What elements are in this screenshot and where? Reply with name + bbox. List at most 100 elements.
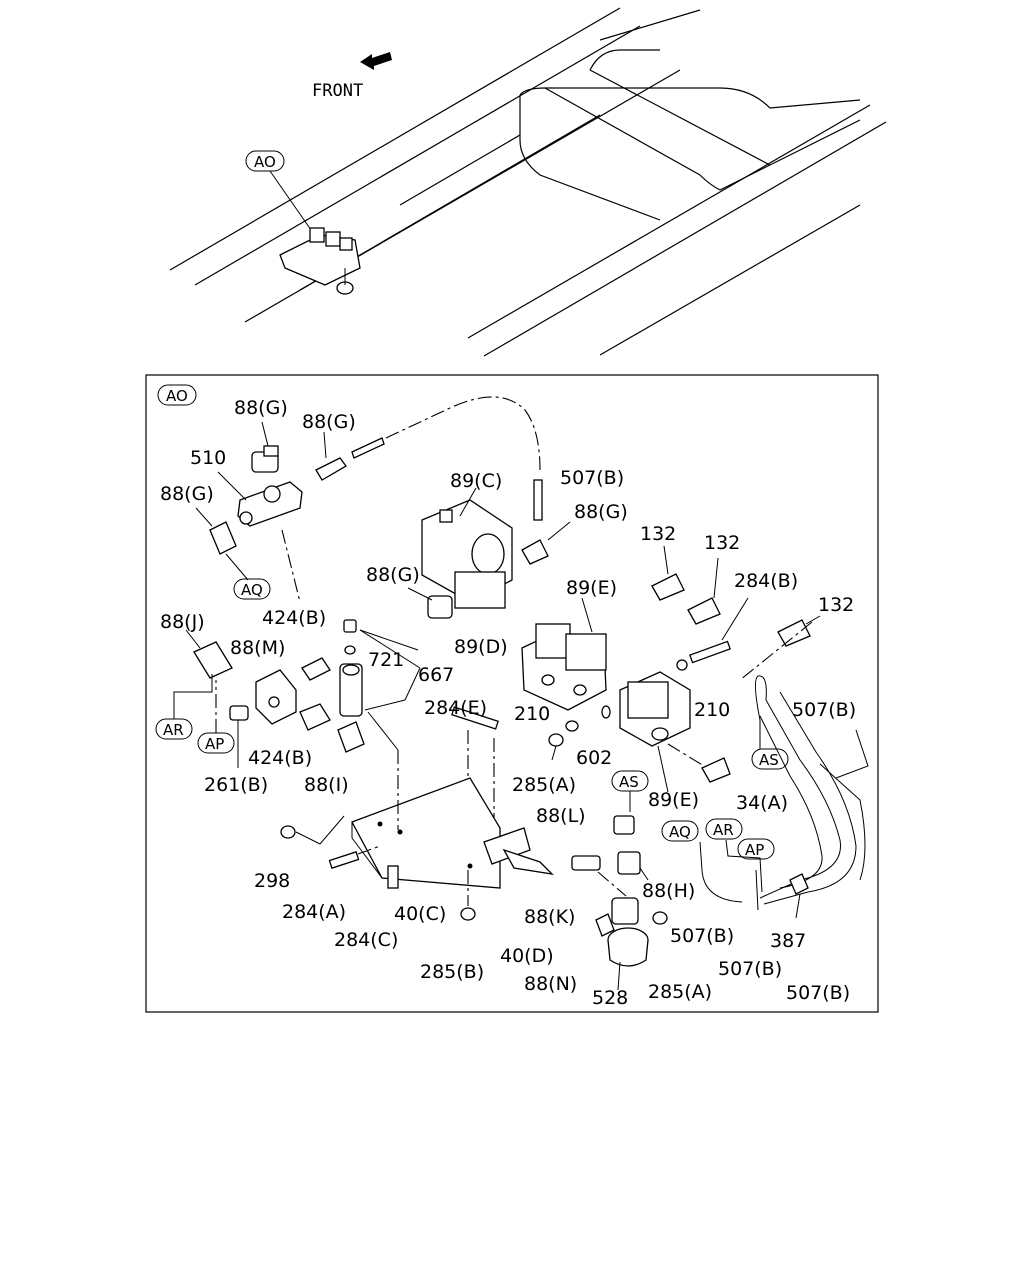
label-89d: 89(D) <box>454 636 508 658</box>
ref-aq-callout-right: AQ <box>661 820 699 842</box>
label-89e-2: 89(E) <box>648 789 699 811</box>
part-88k-fitting <box>571 855 627 897</box>
part-424b-fitting-lower <box>299 703 331 731</box>
part-210-washer-right <box>676 659 688 671</box>
label-284a: 284(A) <box>282 901 346 923</box>
part-40c-bracket <box>351 711 501 889</box>
part-88g-left-fitting <box>195 507 249 581</box>
label-285b: 285(B) <box>420 961 484 983</box>
ref-ap-text-right: AP <box>745 841 764 859</box>
label-88l: 88(L) <box>536 805 586 827</box>
part-88j-elbow <box>185 629 233 679</box>
label-88m: 88(M) <box>230 637 285 659</box>
front-arrow-icon <box>360 52 392 70</box>
part-284b-bolt <box>689 597 749 664</box>
label-40c: 40(C) <box>394 903 446 925</box>
part-88i-nut <box>337 721 365 753</box>
label-387: 387 <box>770 930 806 952</box>
part-284c-screw <box>387 865 399 889</box>
part-602-oring <box>601 705 611 719</box>
ref-ar-text-left: AR <box>163 721 184 739</box>
label-210-2: 210 <box>694 699 730 721</box>
part-labels: 88(G) 88(G) 510 89(C) 507(B) 88(G) 88(G)… <box>160 397 856 1009</box>
label-34a: 34(A) <box>736 792 788 814</box>
ref-ap-callout-right: AP <box>737 838 775 860</box>
label-507b-5: 507(B) <box>786 982 850 1004</box>
ref-as-callout-right: AS <box>751 675 789 770</box>
label-285a-1: 285(A) <box>512 774 576 796</box>
label-210-1: 210 <box>514 703 550 725</box>
part-88g-fitting-straight <box>315 431 347 481</box>
detail-frame <box>145 374 879 1013</box>
label-132-3: 132 <box>818 594 854 616</box>
ref-ar-callout-left: AR <box>155 674 213 740</box>
ref-ar-text-right: AR <box>713 821 734 839</box>
ref-ap-text-left: AP <box>205 735 224 753</box>
part-424b-fitting-upper <box>281 529 331 681</box>
label-132-2: 132 <box>704 532 740 554</box>
ref-ar-callout-right: AR <box>705 818 743 840</box>
label-284e: 284(E) <box>424 697 487 719</box>
label-284b: 284(B) <box>734 570 798 592</box>
ref-ao-detail: AO <box>157 384 197 406</box>
label-88k: 88(K) <box>524 906 575 928</box>
label-667: 667 <box>418 664 454 686</box>
label-88g-5: 88(G) <box>366 564 420 586</box>
label-510: 510 <box>190 447 226 469</box>
label-528: 528 <box>592 987 628 1009</box>
label-298: 298 <box>254 870 290 892</box>
part-510-valve <box>217 471 303 527</box>
ref-as-text-mid: AS <box>619 773 639 791</box>
label-88g-2: 88(G) <box>302 411 356 433</box>
ref-as-text-right: AS <box>759 751 779 769</box>
ref-ao-text: AO <box>254 153 276 171</box>
label-88n: 88(N) <box>524 973 577 995</box>
part-88m-block <box>255 669 297 725</box>
part-132-fitting-2 <box>687 557 721 625</box>
label-89c: 89(C) <box>450 470 502 492</box>
part-132-fitting-1 <box>651 545 685 601</box>
label-88g-4: 88(G) <box>574 501 628 523</box>
label-507b-4: 507(B) <box>718 958 782 980</box>
part-507b-pipe <box>533 479 543 521</box>
part-89d-89e-valve-block <box>521 597 607 711</box>
ref-aq-text-left: AQ <box>241 581 263 599</box>
label-424b-1: 424(B) <box>262 607 326 629</box>
part-285b-nut <box>460 870 476 921</box>
ref-ao-detail-text: AO <box>166 387 188 405</box>
label-507b-1: 507(B) <box>560 467 624 489</box>
part-132-fitting-3 <box>777 615 821 647</box>
label-507b-3: 507(B) <box>670 925 734 947</box>
ref-aq-text-right: AQ <box>669 823 691 841</box>
label-88j: 88(J) <box>160 611 205 633</box>
part-528-filter <box>607 897 649 991</box>
ref-as-callout-mid: AS <box>611 770 649 812</box>
label-40d: 40(D) <box>500 945 554 967</box>
label-88g-3: 88(G) <box>160 483 214 505</box>
label-507b-2: 507(B) <box>792 699 856 721</box>
ref-ap-callout-left: AP <box>197 680 235 754</box>
label-424b-2: 424(B) <box>248 747 312 769</box>
part-285a-nut-lower <box>652 911 668 925</box>
label-89e-1: 89(E) <box>566 577 617 599</box>
ref-ao-callout: AO <box>245 150 319 241</box>
part-284a-bolt <box>328 845 381 869</box>
part-387-clip <box>789 873 809 919</box>
part-88g-elbow-top <box>251 421 279 473</box>
label-721: 721 <box>368 649 404 671</box>
part-88h-tee <box>617 851 649 881</box>
label-284c: 284(C) <box>334 929 398 951</box>
part-89c-solenoid <box>421 487 513 609</box>
part-285a-nut <box>548 733 564 761</box>
part-721-667-fitting-stack <box>339 619 421 717</box>
part-261b-plug <box>229 705 249 768</box>
part-34a-fitting <box>667 743 731 783</box>
valve-assembly-overview <box>279 227 361 295</box>
part-88l-tee <box>613 815 635 835</box>
label-285a-2: 285(A) <box>648 981 712 1003</box>
part-298-nut <box>280 815 345 845</box>
label-88i: 88(I) <box>304 774 349 796</box>
part-88g-elbow-right <box>521 521 571 565</box>
label-132-1: 132 <box>640 523 676 545</box>
